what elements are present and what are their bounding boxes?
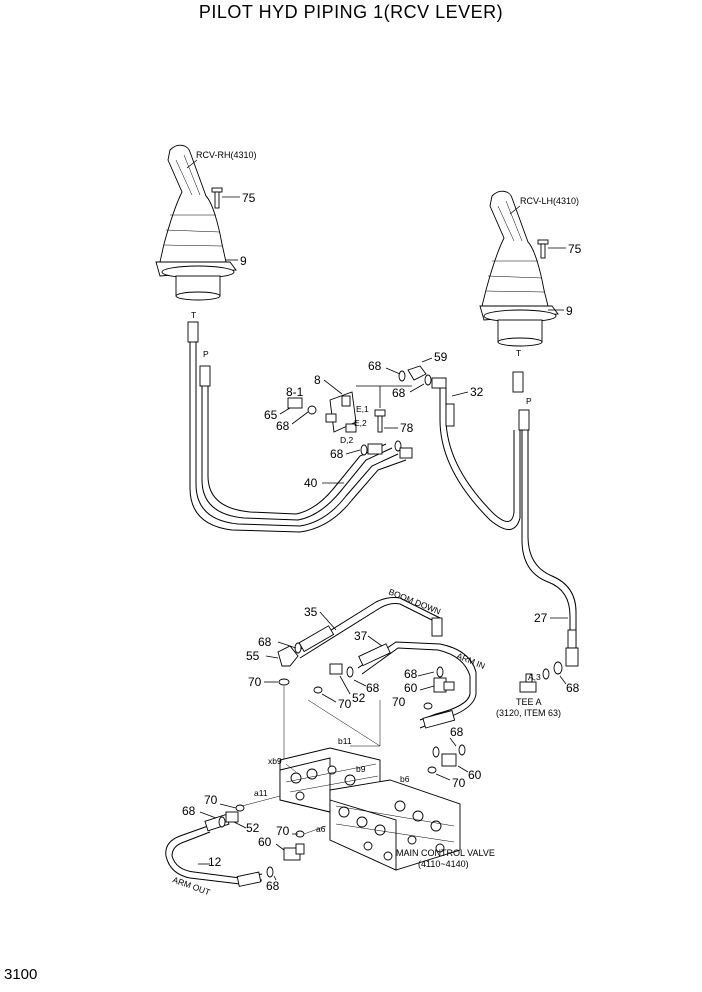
port-a11: a11 <box>254 788 268 798</box>
port-a6: a6 <box>316 824 326 834</box>
tee-60-bottom <box>266 830 305 878</box>
bracket-8 <box>287 391 357 433</box>
fittings-left-lower <box>218 804 245 828</box>
callout-8: 8 <box>314 373 321 387</box>
callout-40: 40 <box>304 476 318 490</box>
callout-65: 65 <box>264 408 278 422</box>
port-t-lh: T <box>516 348 521 358</box>
port-e1: E,1 <box>356 404 369 414</box>
callout-59: 59 <box>434 350 448 364</box>
page-title: PILOT HYD PIPING 1(RCV LEVER) <box>198 2 504 22</box>
elbow-55 <box>277 642 302 667</box>
callout-68-b: 68 <box>276 419 290 433</box>
hose-label-arm-in: ARM IN <box>455 651 486 671</box>
callout-60-a: 60 <box>404 681 418 695</box>
callout-60-c: 60 <box>258 835 272 849</box>
tee-60-top <box>423 666 455 710</box>
callout-68-j: 68 <box>182 804 196 818</box>
port-d2: D,2 <box>340 435 354 445</box>
callout-37: 37 <box>354 629 368 643</box>
mcv-label: MAIN CONTROL VALVE <box>396 848 495 858</box>
callout-9-rh: 9 <box>240 254 247 268</box>
tee-a <box>519 661 563 693</box>
page-number: 3100 <box>4 966 38 983</box>
callout-68-i: 68 <box>450 725 464 739</box>
fitting-cluster-top <box>360 440 413 459</box>
main-control-valve <box>279 747 461 871</box>
callout-68-k: 68 <box>266 879 280 893</box>
callout-68-g: 68 <box>366 681 380 695</box>
callout-70-c: 70 <box>392 695 406 709</box>
callout-68-c: 68 <box>368 359 382 373</box>
callout-70-a: 70 <box>248 675 262 689</box>
bolt-75-lh <box>537 239 549 259</box>
callout-68-e: 68 <box>566 681 580 695</box>
callout-68-f: 68 <box>258 635 272 649</box>
rcv-rh-label: RCV-RH(4310) <box>196 150 257 160</box>
tee-a-ref: (3120, ITEM 63) <box>496 708 561 718</box>
mcv-ref: (4110~4140) <box>418 859 469 869</box>
callout-52-a: 52 <box>352 691 366 705</box>
port-p-rh: P <box>203 349 209 359</box>
callout-55: 55 <box>246 649 260 663</box>
port-b9: b9 <box>356 764 366 774</box>
rcv-rh-lever <box>155 144 237 301</box>
callout-52-b: 52 <box>246 821 260 835</box>
hose-40-group <box>187 321 407 533</box>
callout-8-1: 8-1 <box>286 385 304 399</box>
callout-70-d: 70 <box>452 776 466 790</box>
callout-60-b: 60 <box>468 768 482 782</box>
port-b6: b6 <box>400 774 410 784</box>
tee-a-label: TEE A <box>516 697 542 707</box>
hose-37 <box>357 641 477 729</box>
rcv-lh-label: RCV-LH(4310) <box>520 196 579 206</box>
port-e2: E,2 <box>354 418 367 428</box>
port-b11: b11 <box>338 736 352 746</box>
hose-32 <box>431 371 524 530</box>
callout-78: 78 <box>400 421 414 435</box>
port-p-lh: P <box>526 396 532 406</box>
fittings-right-lower <box>427 744 466 774</box>
callout-70-f: 70 <box>276 824 290 838</box>
callout-70-b: 70 <box>338 697 352 711</box>
callout-12: 12 <box>208 855 222 869</box>
bolt-75-rh <box>211 187 223 209</box>
callout-9-lh: 9 <box>566 304 573 318</box>
bolt-78 <box>374 409 386 433</box>
port-a3: A,3 <box>528 672 541 682</box>
callout-68-a: 68 <box>330 447 344 461</box>
callout-27: 27 <box>534 611 548 625</box>
callout-32: 32 <box>470 385 484 399</box>
hose-label-boom-down: BOOM DOWN <box>387 587 442 617</box>
callout-35: 35 <box>304 605 318 619</box>
callout-75-rh: 75 <box>242 191 256 205</box>
hose-35 <box>295 597 443 659</box>
elbow-59 <box>398 365 432 386</box>
callout-70-e: 70 <box>204 793 218 807</box>
rcv-lh-lever <box>479 190 559 347</box>
fitting-52-top <box>313 663 354 694</box>
callout-75-lh: 75 <box>568 242 582 256</box>
port-xb9: xb9 <box>268 756 282 766</box>
port-t-rh: T <box>191 310 196 320</box>
hose-27 <box>518 409 579 667</box>
callout-68-d: 68 <box>392 386 406 400</box>
callout-68-h: 68 <box>404 667 418 681</box>
